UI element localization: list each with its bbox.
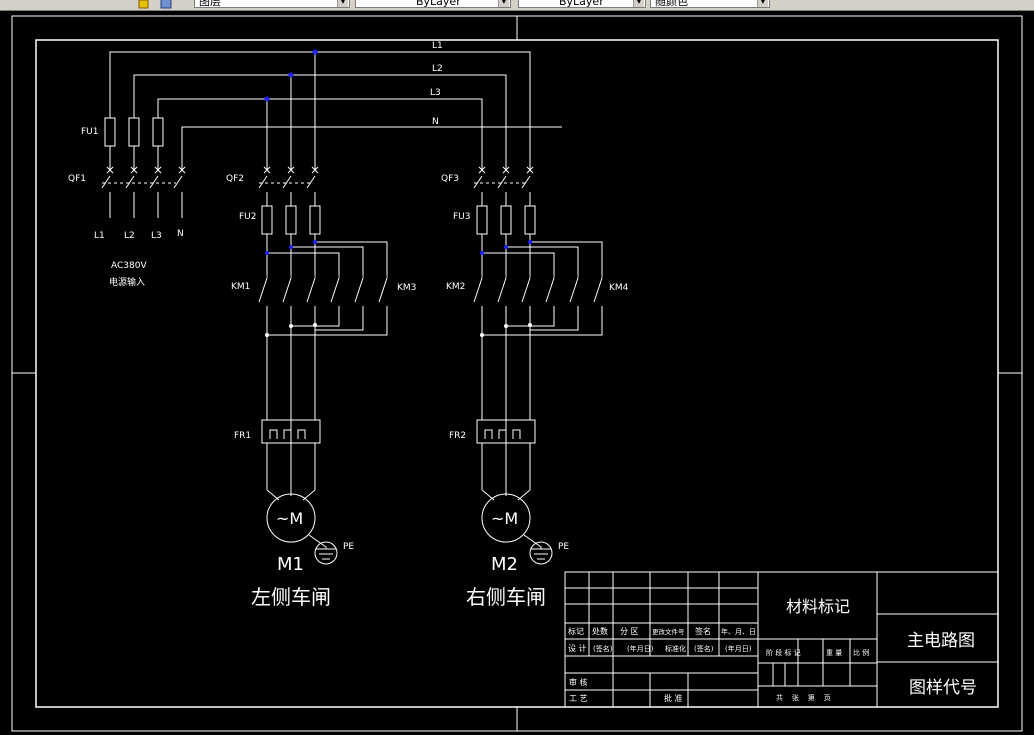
relay-label-fr1: FR1	[234, 431, 251, 441]
chevron-down-icon[interactable]: ▼	[633, 0, 644, 7]
color-combo-value: ByLayer	[416, 0, 461, 8]
chevron-down-icon[interactable]: ▼	[498, 0, 509, 7]
voltage-label: AC380V	[111, 261, 147, 271]
breaker-label-qf3: QF3	[441, 174, 459, 184]
approve-label: 批 准	[664, 693, 683, 703]
process-label: 工 艺	[569, 694, 588, 703]
left-labels: QF2 FU2 KM1 KM3 FR1 ~M PE M1 左侧车闸	[226, 174, 416, 609]
header-sign: 签名	[695, 626, 711, 636]
header-mark: 标记	[568, 626, 584, 636]
property-toolbar: 图层 ▼ ByLayer ▼ ByLayer ▼ 随颜色 ▼	[0, 0, 1034, 11]
motor-symbol-right: ~M	[491, 509, 518, 528]
chevron-down-icon[interactable]: ▼	[337, 0, 348, 7]
terminal-label-l2: L2	[124, 231, 135, 241]
bus-lines	[109, 51, 562, 170]
right-labels: QF3 FU3 KM2 KM4 FR2 ~M PE M2 右侧车闸	[441, 174, 629, 609]
sheet-frame	[11, 15, 1023, 732]
left-branch	[258, 166, 388, 565]
left-junctions	[265, 240, 317, 337]
title-block	[564, 571, 999, 708]
bus-label-l1: L1	[432, 41, 443, 51]
design-date: (年月日)	[627, 644, 654, 653]
linetype-combo-value: ByLayer	[559, 0, 604, 8]
bus-label-l3: L3	[430, 88, 441, 98]
chevron-down-icon[interactable]: ▼	[757, 0, 768, 7]
breaker-label-qf1: QF1	[68, 174, 86, 184]
linetype-combo[interactable]: ByLayer ▼	[518, 0, 646, 8]
right-junctions	[480, 240, 532, 337]
motor-name-m2: M2	[491, 554, 518, 575]
terminal-label-l1: L1	[94, 231, 105, 241]
source-breaker	[101, 166, 186, 218]
scale-label: 比 例	[853, 648, 869, 657]
bus-label-l2: L2	[432, 64, 443, 74]
right-branch	[473, 166, 603, 565]
source-caption: 电源输入	[109, 276, 145, 288]
color-combo[interactable]: ByLayer ▼	[355, 0, 511, 8]
material-label: 材料标记	[786, 597, 850, 616]
lineweight-combo[interactable]: 随颜色 ▼	[650, 0, 770, 8]
layer-combo-value: 图层	[199, 0, 221, 8]
drawing-code-label: 图样代号	[909, 678, 977, 698]
sheets-label: 共 张 第 页	[776, 693, 831, 702]
standard-label: 标准化	[665, 644, 686, 653]
motor-caption-right: 右侧车闸	[466, 585, 546, 609]
fuse-label-fu2: FU2	[239, 212, 257, 222]
motor-symbol-left: ~M	[276, 509, 303, 528]
lineweight-combo-value: 随颜色	[655, 0, 688, 8]
ground-label-right: PE	[558, 542, 569, 552]
contactor-label-km1: KM1	[231, 282, 250, 292]
stage-mark-label: 阶 段 标 记	[766, 648, 801, 657]
terminal-label-l3: L3	[151, 231, 162, 241]
source-labels: FU1 QF1 L1 L2 L3 N AC380V 电源输入	[68, 127, 184, 288]
design-sign: (签名)	[593, 644, 613, 653]
terminal-label-n: N	[177, 229, 184, 239]
drawing-title: 主电路图	[907, 631, 975, 651]
header-count: 处数	[592, 626, 608, 636]
standard-sign: (签名)	[694, 644, 714, 653]
header-date: 年、月、日	[721, 627, 756, 636]
layer-state-icon[interactable]	[138, 0, 150, 9]
weight-label: 重 量	[826, 649, 842, 657]
contactor-label-km3: KM3	[397, 283, 416, 293]
layer-combo[interactable]: 图层 ▼	[194, 0, 350, 8]
review-label: 审 核	[569, 677, 588, 687]
breaker-label-qf2: QF2	[226, 174, 244, 184]
motor-caption-left: 左侧车闸	[251, 585, 331, 609]
title-block-text: 材料标记 主电路图 图样代号 标记 处数 分 区 更改文件号 签名 年、月、日 …	[568, 597, 977, 703]
bus-label-group: L1 L2 L3 N	[430, 41, 443, 127]
layer-previous-icon[interactable]	[160, 0, 172, 9]
fuse-label-fu1: FU1	[81, 127, 99, 137]
contactor-label-km4: KM4	[609, 283, 629, 293]
ground-label-left: PE	[343, 542, 354, 552]
motor-name-m1: M1	[277, 554, 304, 575]
drawing-canvas[interactable]: L1 L2 L3 N FU1 QF1 L1 L2 L3 N AC380V 电源输…	[0, 11, 1034, 735]
header-change-no: 更改文件号	[652, 627, 685, 636]
contactor-label-km2: KM2	[446, 282, 465, 292]
source-fuses	[104, 117, 164, 170]
header-zone: 分 区	[620, 627, 639, 636]
relay-label-fr2: FR2	[449, 431, 466, 441]
fuse-label-fu3: FU3	[453, 212, 471, 222]
design-label: 设 计	[568, 643, 587, 653]
bus-junctions	[264, 49, 318, 102]
bus-label-n: N	[432, 117, 439, 127]
standard-date: (年月日)	[725, 644, 752, 653]
